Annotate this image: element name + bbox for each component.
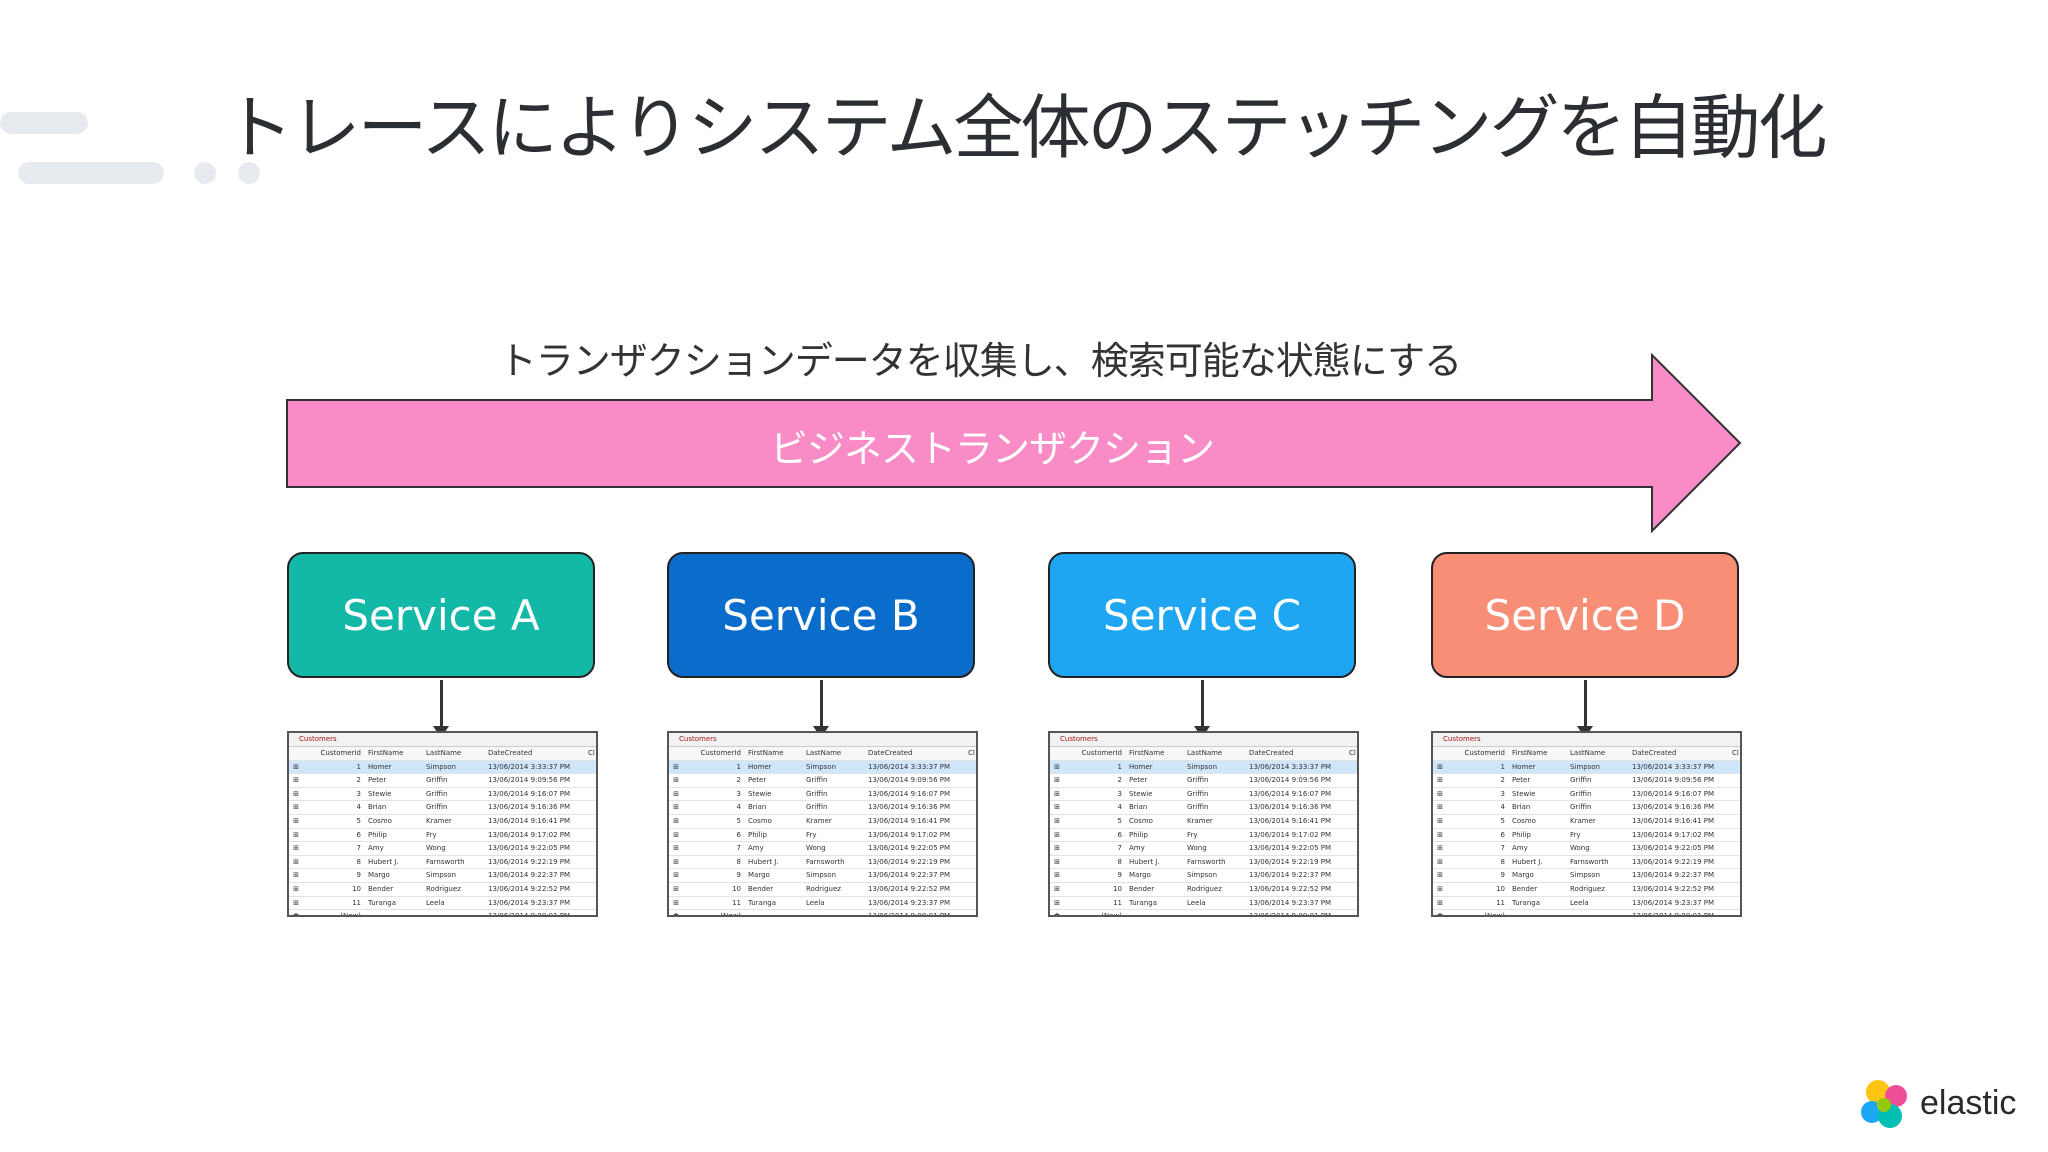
table-tab: Customers: [1433, 733, 1740, 747]
business-transaction-arrow: [286, 352, 1742, 534]
service-connector-arrow: [1194, 680, 1210, 738]
service-connector-arrow: [813, 680, 829, 738]
slide-title: トレースによりシステム全体のステッチングを自動化: [223, 87, 1828, 169]
service-b-box: Service B: [667, 552, 975, 678]
arrow-caption: トランザクションデータを収集し、検索可能な状態にする: [498, 339, 1462, 383]
decor-bar-2: [18, 162, 164, 184]
table-tab: Customers: [289, 733, 596, 747]
service-connector-arrow: [1577, 680, 1593, 738]
service-connector-arrow: [433, 680, 449, 738]
service-c-box: Service C: [1048, 552, 1356, 678]
elastic-logo-icon: [1858, 1078, 1912, 1136]
decor-dot-2: [238, 162, 260, 184]
table-row: ✱(New)13/06/2014 9:00:01 PM: [1433, 910, 1740, 915]
table-tab: Customers: [1050, 733, 1357, 747]
table-row: ✱(New)13/06/2014 9:00:01 PM: [289, 910, 596, 915]
decor-bar-1: [0, 112, 88, 134]
arrow-label: ビジネストランザクション: [769, 427, 1215, 471]
decor-dot-1: [194, 162, 216, 184]
table-row: ✱(New)13/06/2014 9:00:01 PM: [669, 910, 976, 915]
service-d-box: Service D: [1431, 552, 1739, 678]
elastic-wordmark: elastic: [1920, 1084, 2017, 1122]
arrow-shape: [286, 352, 1742, 534]
table-row: ✱(New)13/06/2014 9:00:01 PM: [1050, 910, 1357, 915]
table-tab: Customers: [669, 733, 976, 747]
service-a-box: Service A: [287, 552, 595, 678]
